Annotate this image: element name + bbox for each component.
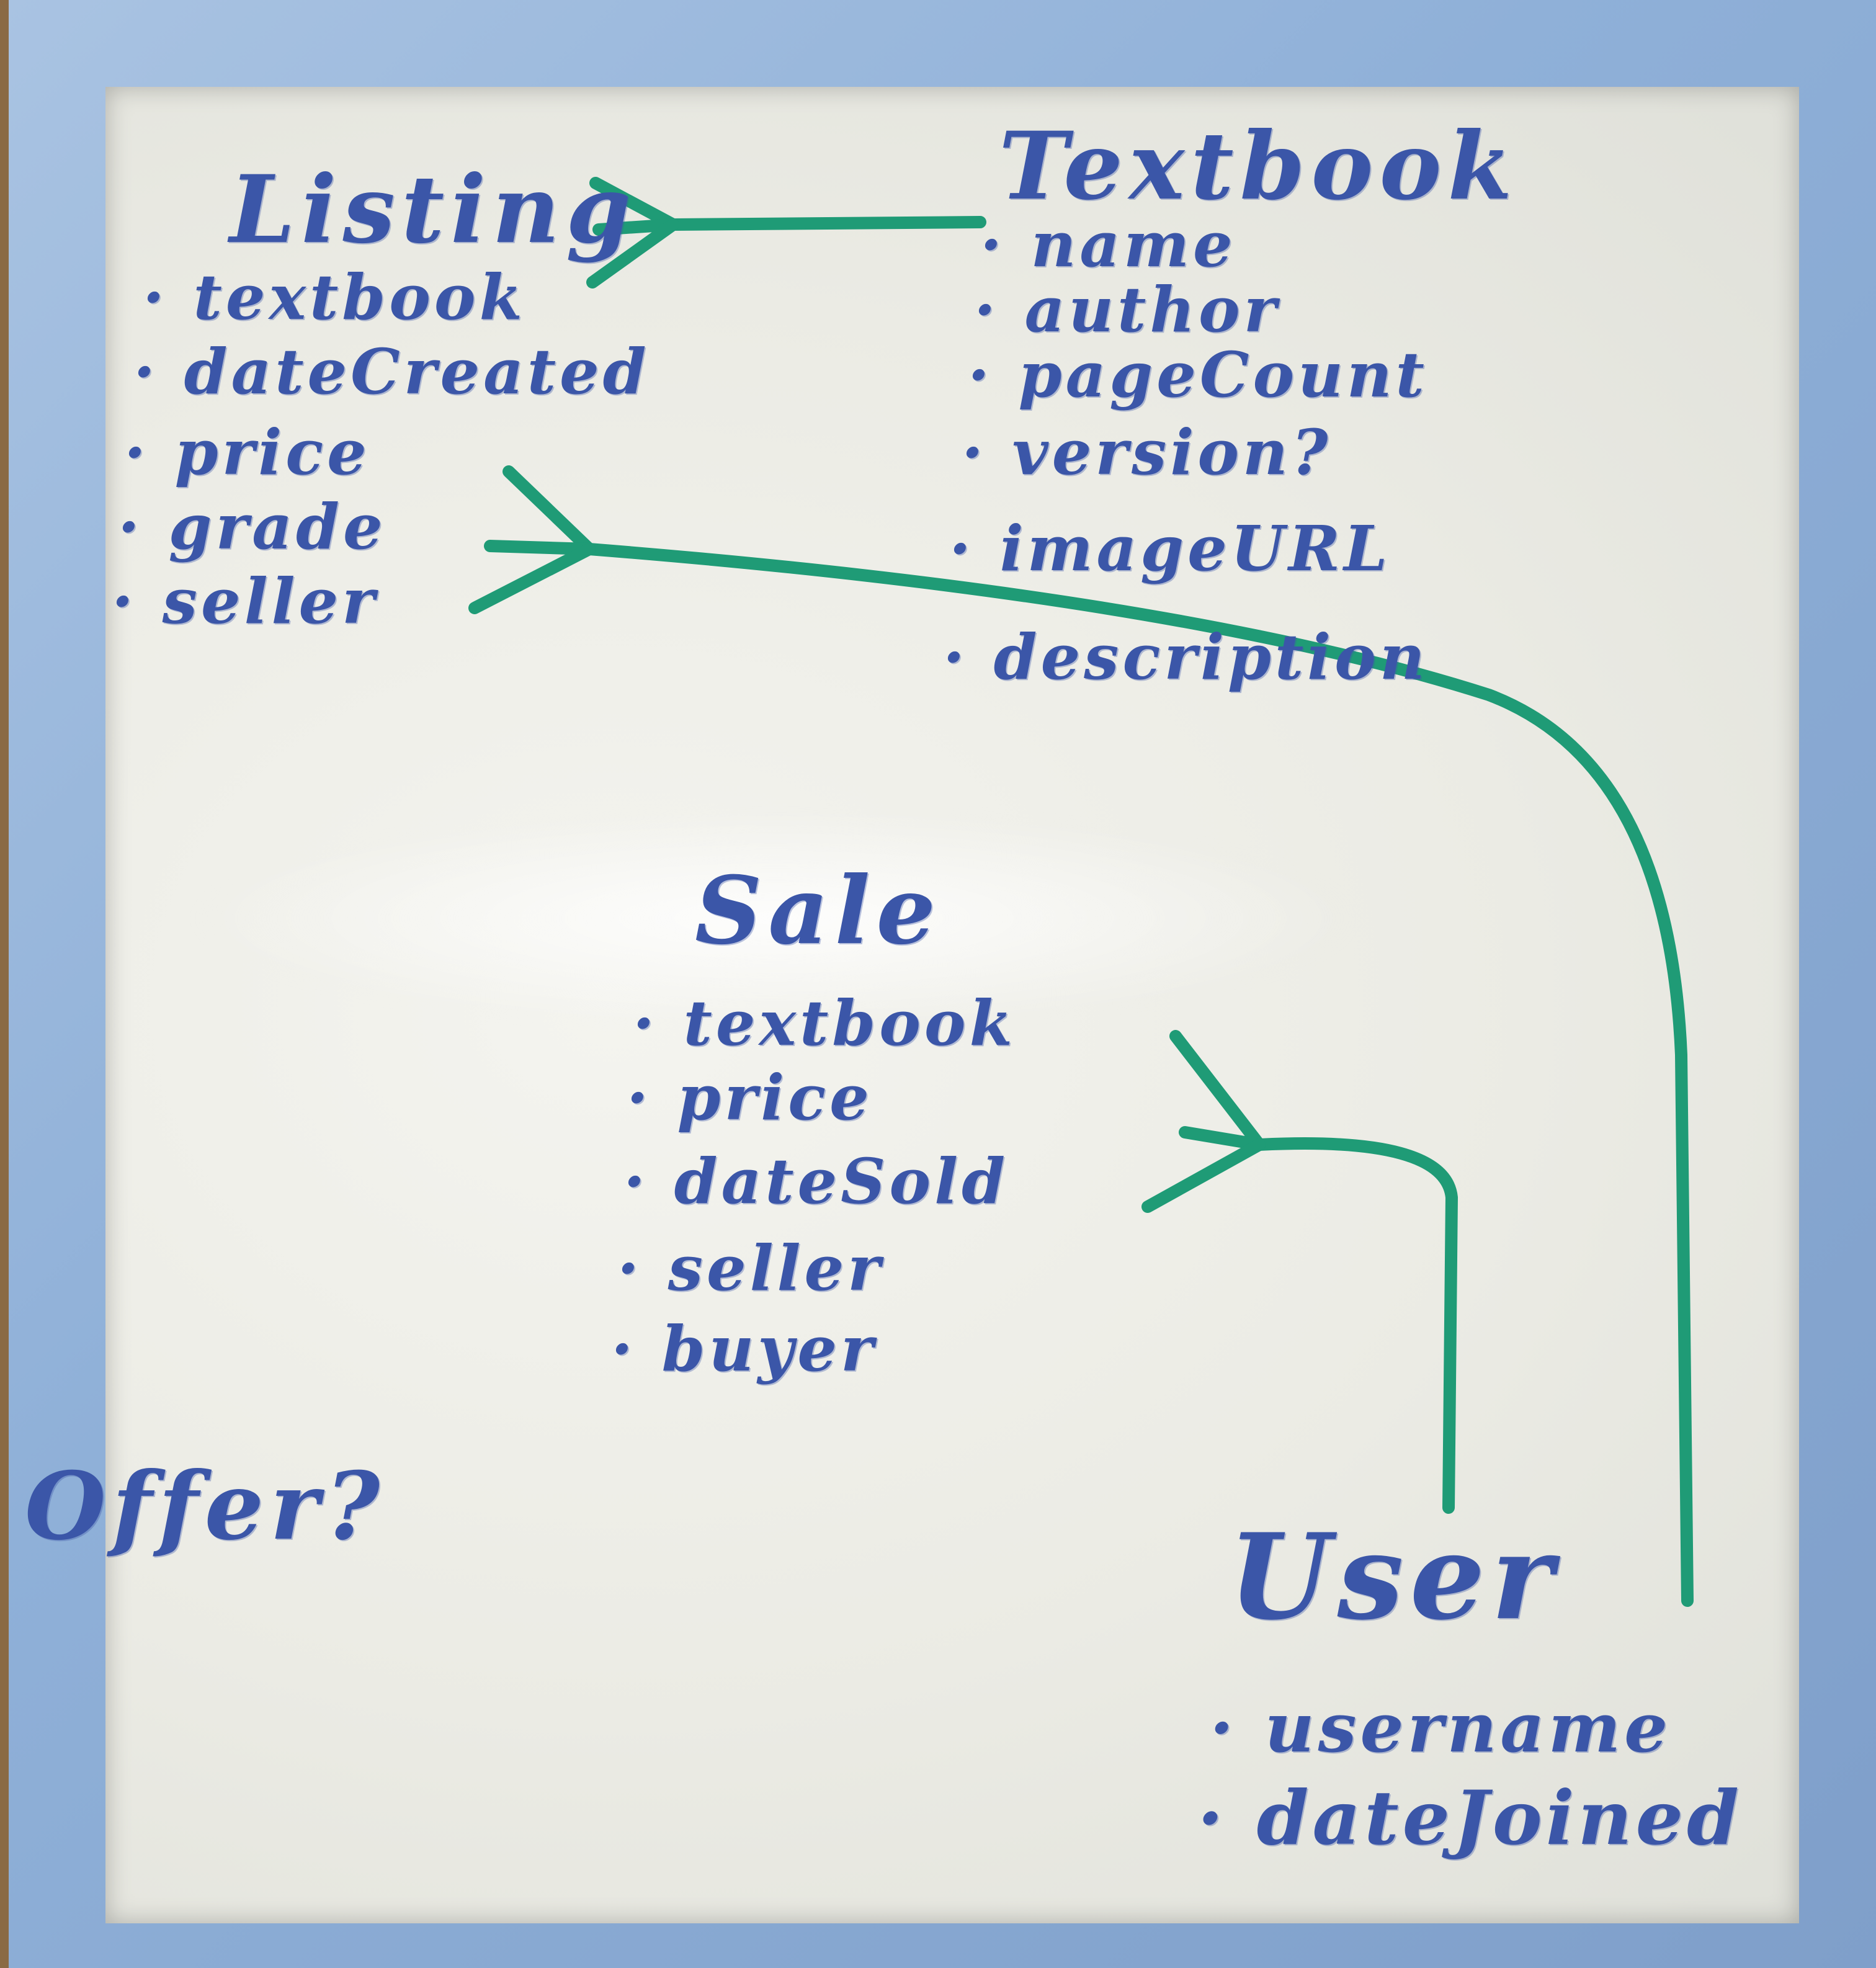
listing-attr-datecreated: dateCreated xyxy=(133,335,650,408)
textbook-attr-imageurl: imageURL xyxy=(949,512,1391,585)
textbook-attr-name: name xyxy=(980,208,1236,281)
listing-attr-grade: grade xyxy=(118,490,386,563)
user-title: User xyxy=(1228,1508,1560,1646)
textbook-attr-version: version? xyxy=(962,416,1331,489)
listing-textbook-connector xyxy=(586,177,986,288)
textbook-attr-pagecount: pageCount xyxy=(968,338,1428,411)
sale-attr-datesold: dateSold xyxy=(623,1145,1009,1218)
sale-title: Sale xyxy=(695,856,942,965)
textbook-attr-description: description xyxy=(943,620,1429,694)
user-attr-username: username xyxy=(1210,1688,1671,1768)
sale-attr-price: price xyxy=(627,1061,873,1134)
listing-title: Listing xyxy=(230,155,638,264)
listing-attr-price: price xyxy=(124,416,370,489)
sale-attr-buyer: buyer xyxy=(611,1312,877,1385)
listing-attr-textbook: textbook xyxy=(143,261,526,334)
sale-user-connector xyxy=(1141,1030,1458,1514)
textbook-attr-author: author xyxy=(974,273,1280,346)
sale-attr-textbook: textbook xyxy=(633,986,1016,1060)
offer-title: Offer? xyxy=(25,1452,386,1561)
textbook-title: Textbook xyxy=(999,112,1519,221)
user-attr-datejoined: dateJoined xyxy=(1197,1774,1743,1862)
sale-attr-seller: seller xyxy=(617,1232,884,1305)
listing-attr-seller: seller xyxy=(112,565,378,638)
